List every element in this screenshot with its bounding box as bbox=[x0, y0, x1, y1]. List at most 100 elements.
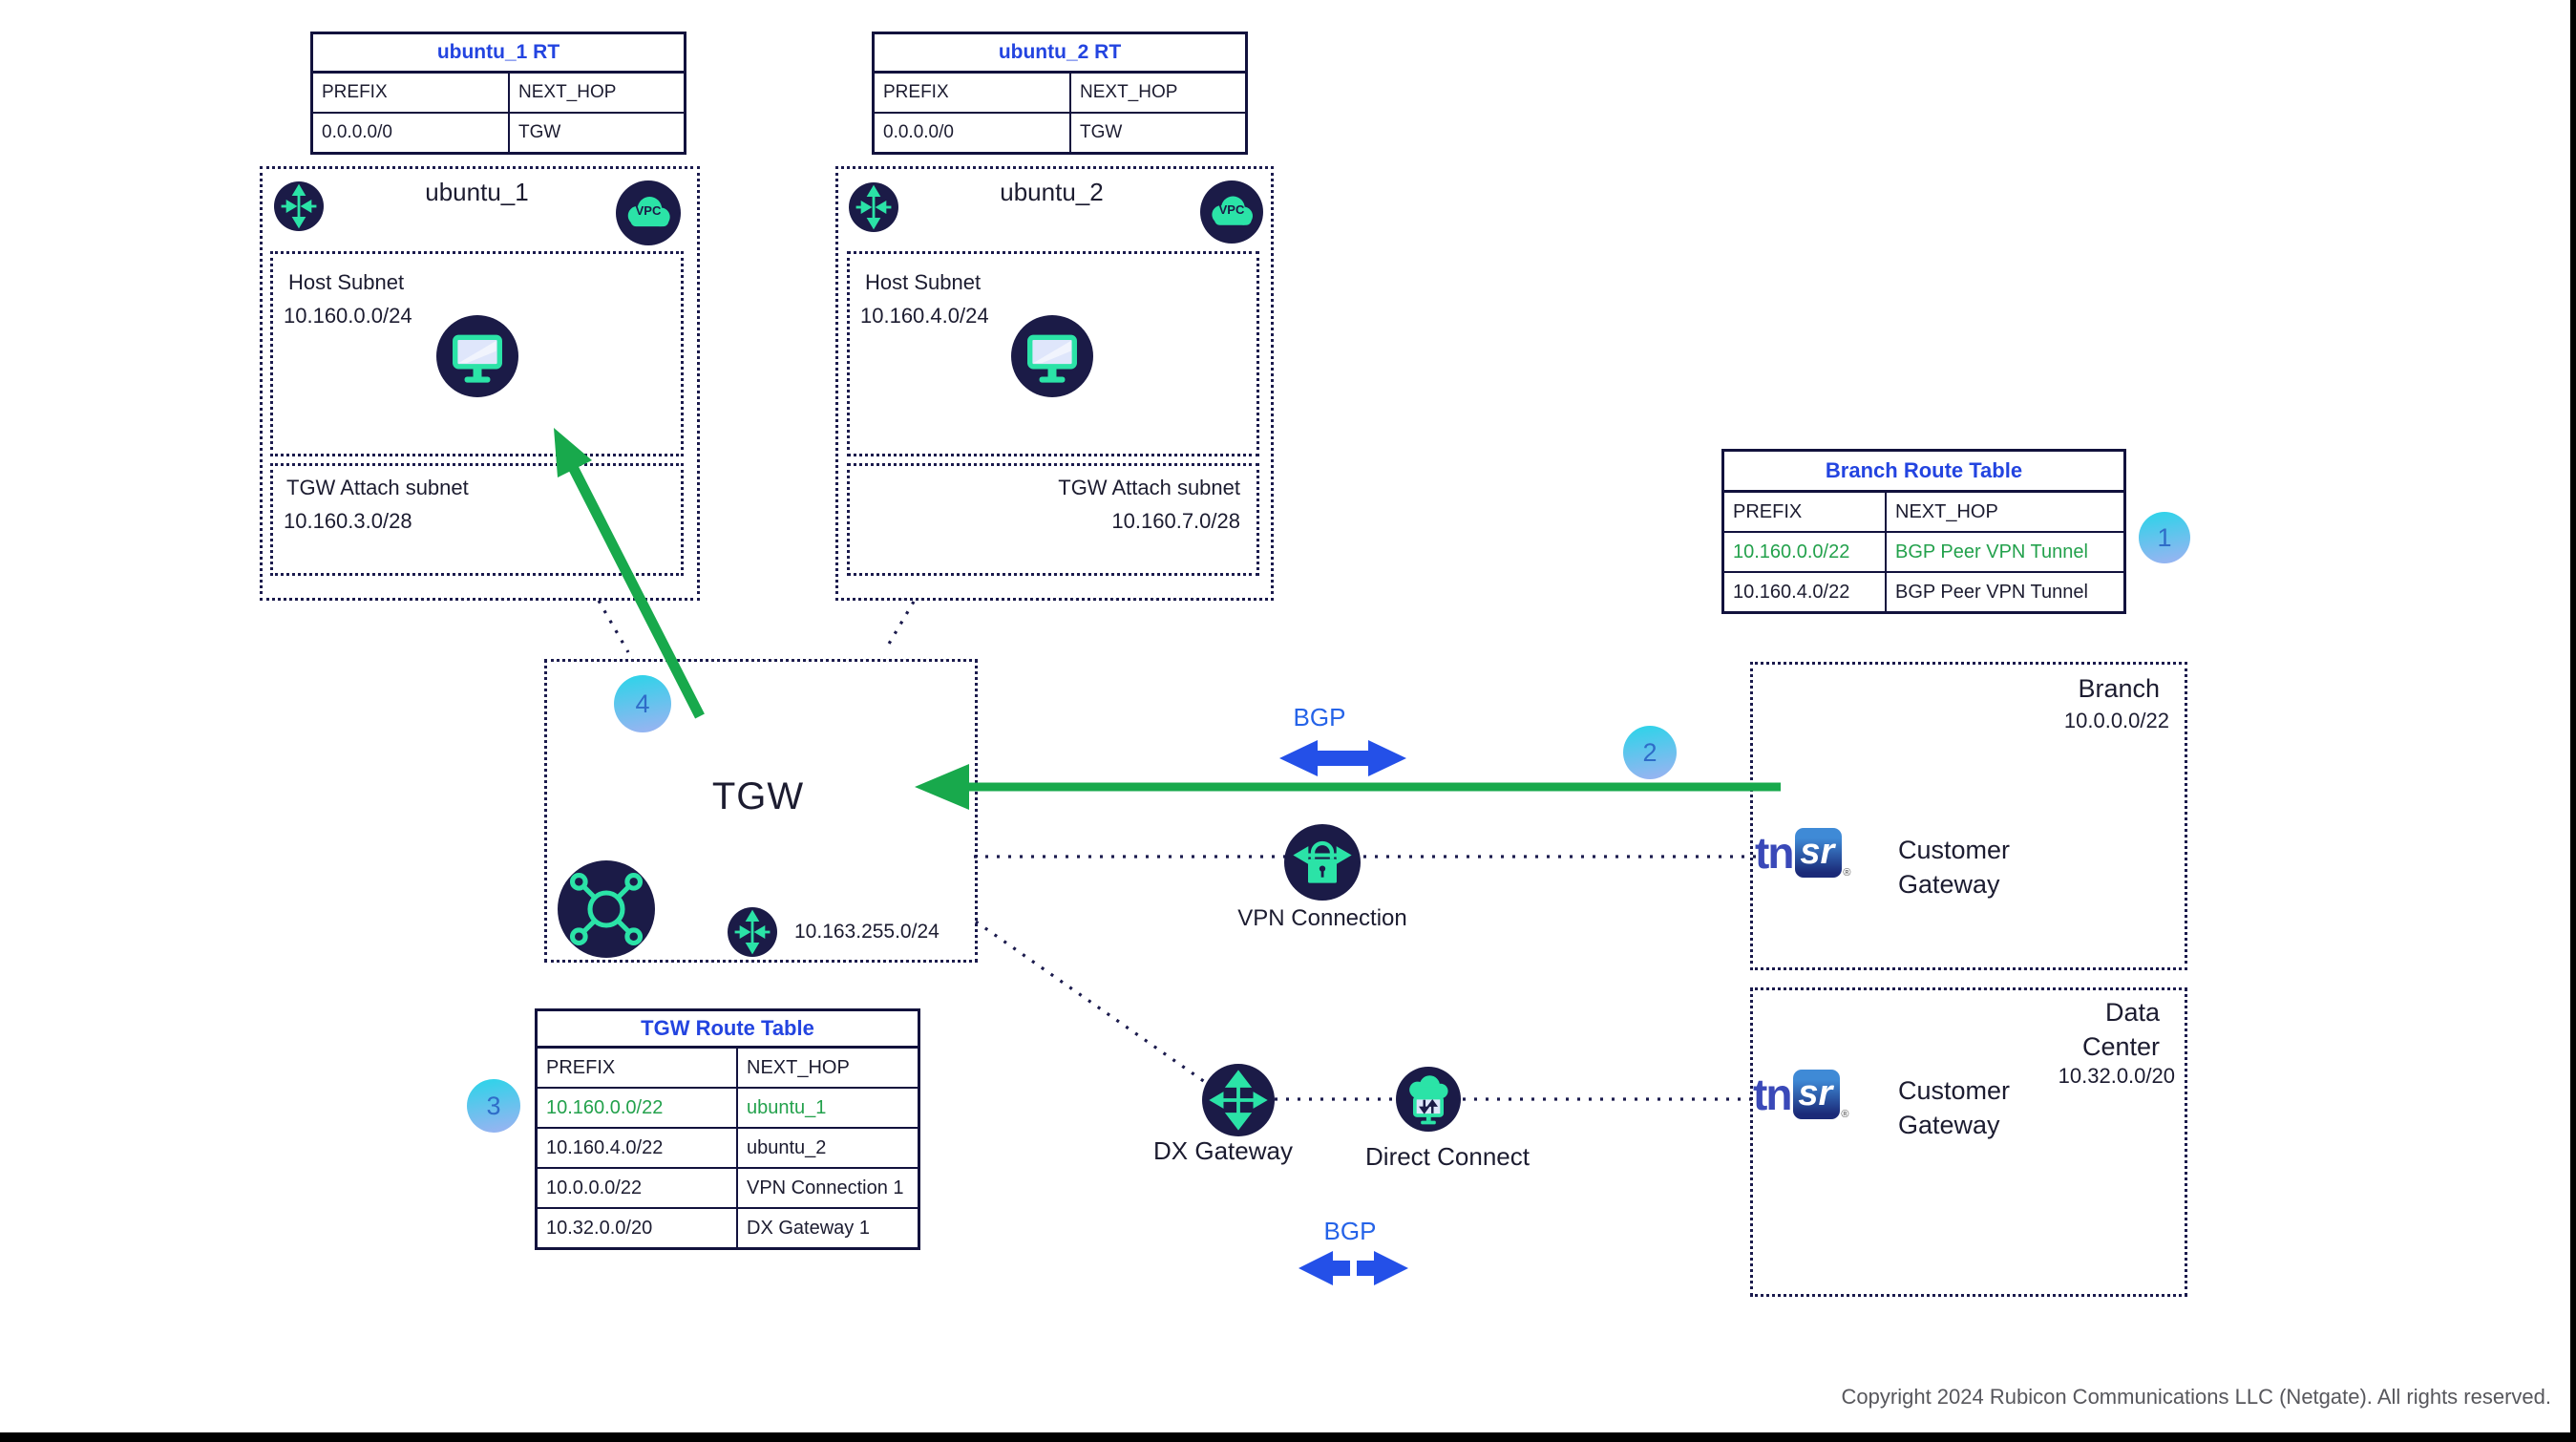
nexthop-cell: TGW bbox=[518, 122, 561, 142]
nexthop-column-header: NEXT_HOP bbox=[518, 82, 617, 102]
direct-connect-icon bbox=[1396, 1067, 1461, 1132]
bgp-label-top: BGP bbox=[1293, 703, 1346, 732]
tnsr-logo-sr: sr bbox=[1795, 828, 1843, 878]
prefix-cell: 10.160.0.0/22 bbox=[1724, 533, 1887, 571]
host-subnet-label: Host Subnet bbox=[865, 270, 982, 294]
nexthop-cell: BGP Peer VPN Tunnel bbox=[1895, 581, 2088, 603]
dx-gateway-label: DX Gateway bbox=[1153, 1136, 1293, 1165]
table-row: 0.0.0.0/0 TGW bbox=[313, 114, 684, 152]
data-center-customer-gateway-label: Customer Gateway bbox=[1898, 1076, 2011, 1140]
vpc-ubuntu2-box bbox=[835, 166, 1274, 601]
host-monitor-icon bbox=[436, 315, 518, 397]
prefix-cell: 10.160.0.0/22 bbox=[538, 1089, 738, 1127]
table-header-row: PREFIX NEXT_HOP bbox=[1724, 493, 2123, 533]
nexthop-column-header: NEXT_HOP bbox=[1895, 500, 1998, 522]
tgw-box bbox=[544, 659, 978, 963]
tgw-attach-subnet-cidr: 10.160.7.0/28 bbox=[1111, 509, 1240, 533]
step-badge-2: 2 bbox=[1623, 726, 1677, 779]
tgw-attachment-icon bbox=[728, 907, 777, 957]
bgp-double-arrow-top-icon bbox=[1279, 737, 1406, 779]
nexthop-column-header: NEXT_HOP bbox=[747, 1056, 850, 1078]
prefix-cell: 0.0.0.0/0 bbox=[313, 114, 510, 152]
vpc-label: VPC bbox=[1218, 202, 1245, 217]
vpn-connection-label: VPN Connection bbox=[1237, 905, 1407, 931]
ubuntu1-route-table: ubuntu_1 RT PREFIX NEXT_HOP 0.0.0.0/0 TG… bbox=[310, 32, 686, 155]
ubuntu2-route-table-title: ubuntu_2 RT bbox=[875, 34, 1245, 74]
bgp-label-bottom: BGP bbox=[1323, 1217, 1377, 1245]
tnsr-logo-tn: tn bbox=[1753, 1070, 1792, 1119]
copyright-text: Copyright 2024 Rubicon Communications LL… bbox=[1841, 1385, 2551, 1409]
nexthop-cell: BGP Peer VPN Tunnel bbox=[1895, 541, 2088, 562]
host-monitor-icon bbox=[1011, 315, 1093, 397]
prefix-column-header: PREFIX bbox=[875, 74, 1071, 112]
table-header-row: PREFIX NEXT_HOP bbox=[538, 1049, 918, 1089]
branch-route-table: Branch Route Table PREFIX NEXT_HOP 10.16… bbox=[1721, 449, 2126, 614]
nexthop-cell: DX Gateway 1 bbox=[747, 1217, 870, 1239]
vpc-cloud-icon: VPC bbox=[616, 180, 681, 245]
vpc-ubuntu2-attach-subnet-box bbox=[847, 463, 1259, 576]
table-row-highlighted: 10.160.0.0/22 BGP Peer VPN Tunnel bbox=[1724, 533, 2123, 573]
nexthop-cell: VPN Connection 1 bbox=[747, 1177, 904, 1198]
ubuntu1-route-table-title: ubuntu_1 RT bbox=[313, 34, 684, 74]
tgw-attach-subnet-cidr: 10.160.3.0/28 bbox=[284, 509, 412, 533]
tnsr-logo-reg: ® bbox=[1843, 867, 1851, 879]
vpc-ubuntu1-host-subnet-box bbox=[270, 251, 684, 456]
direct-connect-label: Direct Connect bbox=[1365, 1142, 1530, 1171]
data-center-title: Data Center bbox=[2081, 998, 2160, 1062]
screen-edge-right bbox=[2570, 0, 2576, 1442]
tgw-hub-icon bbox=[558, 860, 655, 958]
tnsr-logo-tn: tn bbox=[1755, 828, 1794, 878]
table-row: 10.0.0.0/22 VPN Connection 1 bbox=[538, 1169, 918, 1209]
tnsr-logo-sr: sr bbox=[1793, 1070, 1841, 1119]
prefix-cell: 0.0.0.0/0 bbox=[875, 114, 1071, 152]
prefix-cell: 10.32.0.0/20 bbox=[538, 1209, 738, 1247]
ubuntu2-route-table: ubuntu_2 RT PREFIX NEXT_HOP 0.0.0.0/0 TG… bbox=[872, 32, 1248, 155]
table-row: 10.160.4.0/22 ubuntu_2 bbox=[538, 1129, 918, 1169]
step-badge-3: 3 bbox=[467, 1079, 520, 1133]
tgw-label: TGW bbox=[711, 775, 805, 817]
vpc-label: VPC bbox=[635, 203, 662, 218]
host-subnet-cidr: 10.160.4.0/24 bbox=[860, 304, 989, 328]
branch-title: Branch bbox=[2078, 674, 2160, 703]
dx-gateway-icon bbox=[1202, 1064, 1275, 1136]
nexthop-cell: ubuntu_1 bbox=[747, 1096, 827, 1118]
tgw-attachment-icon bbox=[274, 181, 324, 231]
branch-route-table-title: Branch Route Table bbox=[1724, 452, 2123, 493]
tnsr-logo-reg: ® bbox=[1841, 1109, 1849, 1120]
table-row: 10.32.0.0/20 DX Gateway 1 bbox=[538, 1209, 918, 1247]
step-badge-4: 4 bbox=[614, 675, 671, 732]
step-badge-1: 1 bbox=[2139, 512, 2190, 563]
prefix-cell: 10.0.0.0/22 bbox=[538, 1169, 738, 1207]
tgw-attachment-icon bbox=[849, 182, 898, 232]
bgp-double-arrow-bottom-icon bbox=[1299, 1249, 1408, 1287]
vpc-ubuntu1-box bbox=[260, 166, 700, 601]
table-row-highlighted: 10.160.0.0/22 ubuntu_1 bbox=[538, 1089, 918, 1129]
table-header-row: PREFIX NEXT_HOP bbox=[313, 74, 684, 114]
prefix-column-header: PREFIX bbox=[313, 74, 510, 112]
prefix-column-header: PREFIX bbox=[1724, 493, 1887, 531]
nexthop-column-header: NEXT_HOP bbox=[1080, 82, 1178, 102]
data-center-box bbox=[1750, 987, 2187, 1297]
tgw-cidr: 10.163.255.0/24 bbox=[794, 921, 940, 943]
branch-box bbox=[1750, 662, 2187, 970]
prefix-cell: 10.160.4.0/22 bbox=[538, 1129, 738, 1167]
table-row: 10.160.4.0/22 BGP Peer VPN Tunnel bbox=[1724, 573, 2123, 611]
vpn-connection-icon bbox=[1284, 824, 1361, 901]
branch-customer-gateway-label: Customer Gateway bbox=[1898, 836, 2011, 900]
vpc-ubuntu1-title: ubuntu_1 bbox=[425, 178, 529, 206]
table-row: 0.0.0.0/0 TGW bbox=[875, 114, 1245, 152]
vpc-ubuntu2-title: ubuntu_2 bbox=[1000, 178, 1104, 206]
prefix-column-header: PREFIX bbox=[538, 1049, 738, 1087]
branch-cidr: 10.0.0.0/22 bbox=[2063, 709, 2169, 732]
vpc-ubuntu2-host-subnet-box bbox=[847, 251, 1259, 456]
tgw-route-table: TGW Route Table PREFIX NEXT_HOP 10.160.0… bbox=[535, 1008, 920, 1250]
vpc-cloud-icon: VPC bbox=[1200, 180, 1263, 244]
prefix-cell: 10.160.4.0/22 bbox=[1724, 573, 1887, 611]
nexthop-cell: TGW bbox=[1080, 122, 1123, 142]
nexthop-cell: ubuntu_2 bbox=[747, 1136, 827, 1158]
table-header-row: PREFIX NEXT_HOP bbox=[875, 74, 1245, 114]
tgw-route-table-title: TGW Route Table bbox=[538, 1011, 918, 1049]
